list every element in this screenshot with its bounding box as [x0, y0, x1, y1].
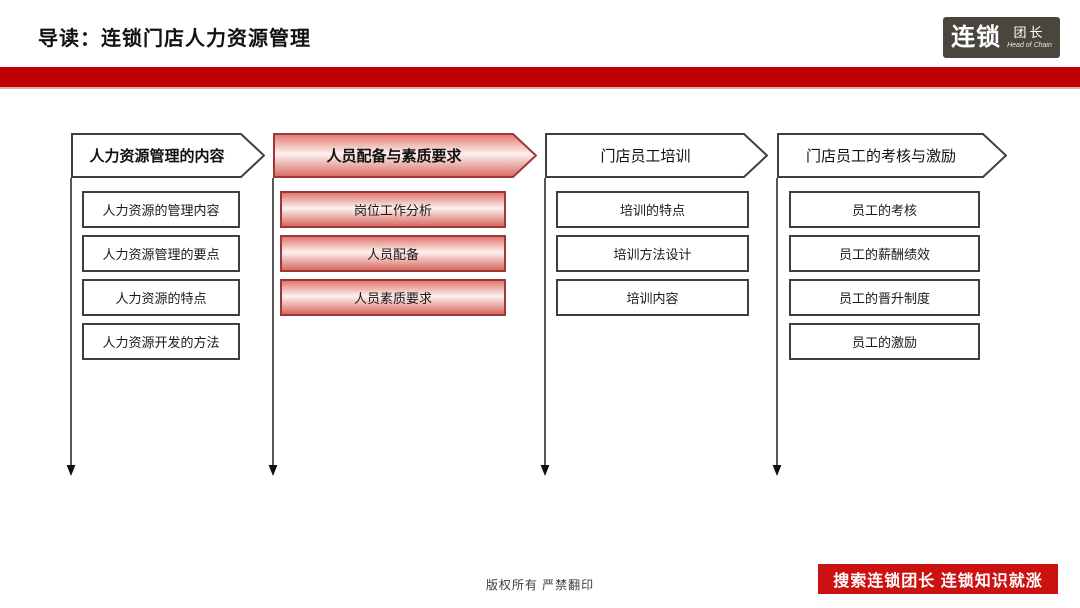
down-arrow-icon — [539, 178, 551, 483]
column-item-list: 培训的特点 培训方法设计 培训内容 — [556, 191, 749, 323]
list-item-label: 人力资源的管理内容 — [102, 203, 220, 218]
list-item-label: 岗位工作分析 — [353, 203, 432, 218]
logo-primary-text: 连锁 — [951, 23, 1002, 51]
list-item-label: 人力资源的特点 — [115, 291, 207, 306]
list-item-label: 员工的薪酬绩效 — [838, 247, 930, 262]
column-header-label: 门店员工的考核与激励 — [805, 148, 956, 165]
column-header-arrow: 门店员工的考核与激励 — [777, 133, 1007, 178]
column-staffing-quality: 人员配备与素质要求 岗位工作分析 人员配备 人员素质要求 — [268, 133, 537, 476]
list-item-highlighted: 人员配备 — [280, 235, 506, 272]
list-item: 员工的薪酬绩效 — [789, 235, 980, 272]
list-item-label: 培训方法设计 — [613, 247, 692, 262]
list-item-label: 员工的考核 — [851, 203, 917, 218]
column-item-list: 员工的考核 员工的薪酬绩效 员工的晋升制度 员工的激励 — [789, 191, 980, 367]
list-item-highlighted: 岗位工作分析 — [280, 191, 506, 228]
list-item: 人力资源开发的方法 — [82, 323, 240, 360]
promo-banner: 搜索连锁团长 连锁知识就涨 — [818, 564, 1058, 594]
list-item: 培训内容 — [556, 279, 749, 316]
list-item: 员工的晋升制度 — [789, 279, 980, 316]
column-header-label: 人力资源管理的内容 — [89, 148, 225, 165]
list-item-label: 员工的晋升制度 — [838, 291, 930, 306]
list-item-label: 员工的激励 — [851, 335, 917, 350]
logo-tagline: Head of Chain — [1007, 42, 1052, 49]
down-arrow-icon — [65, 178, 77, 483]
down-arrow-icon — [771, 178, 783, 483]
column-item-list: 岗位工作分析 人员配备 人员素质要求 — [280, 191, 506, 323]
page-title: 导读：连锁门店人力资源管理 — [38, 28, 311, 50]
accent-divider-bar — [0, 67, 1080, 89]
column-assessment-incentive: 门店员工的考核与激励 员工的考核 员工的薪酬绩效 员工的晋升制度 员工的激励 — [772, 133, 1007, 476]
column-header-label: 人员配备与素质要求 — [326, 148, 462, 165]
list-item-label: 人力资源管理的要点 — [102, 247, 220, 262]
column-header-label: 门店员工培训 — [600, 148, 691, 165]
column-hr-management-content: 人力资源管理的内容 人力资源的管理内容 人力资源管理的要点 人力资源的特点 人力… — [66, 133, 265, 476]
list-item: 人力资源管理的要点 — [82, 235, 240, 272]
brand-logo: 连锁 团长 Head of Chain — [943, 17, 1060, 58]
list-item: 人力资源的特点 — [82, 279, 240, 316]
list-item-label: 人力资源开发的方法 — [102, 335, 220, 350]
list-item: 培训的特点 — [556, 191, 749, 228]
list-item-highlighted: 人员素质要求 — [280, 279, 506, 316]
down-arrow-icon — [267, 178, 279, 483]
column-header-arrow: 门店员工培训 — [545, 133, 768, 178]
copyright-notice: 版权所有 严禁翻印 — [485, 578, 595, 592]
arrow-banner-shape — [777, 133, 1007, 178]
logo-secondary-text: 团长 — [1013, 25, 1046, 40]
list-item: 人力资源的管理内容 — [82, 191, 240, 228]
column-item-list: 人力资源的管理内容 人力资源管理的要点 人力资源的特点 人力资源开发的方法 — [82, 191, 240, 367]
list-item-label: 人员素质要求 — [353, 291, 432, 306]
list-item: 员工的激励 — [789, 323, 980, 360]
column-employee-training: 门店员工培训 培训的特点 培训方法设计 培训内容 — [540, 133, 768, 476]
arrow-banner-shape — [71, 133, 265, 178]
column-header-arrow-highlighted: 人员配备与素质要求 — [273, 133, 537, 178]
list-item-label: 培训的特点 — [619, 203, 685, 218]
arrow-banner-shape — [273, 133, 537, 178]
logo-right-block: 团长 Head of Chain — [1007, 26, 1052, 49]
list-item-label: 培训内容 — [626, 291, 679, 306]
list-item-label: 人员配备 — [366, 247, 419, 262]
column-header-arrow: 人力资源管理的内容 — [71, 133, 265, 178]
list-item: 培训方法设计 — [556, 235, 749, 272]
list-item: 员工的考核 — [789, 191, 980, 228]
arrow-banner-shape — [545, 133, 768, 178]
